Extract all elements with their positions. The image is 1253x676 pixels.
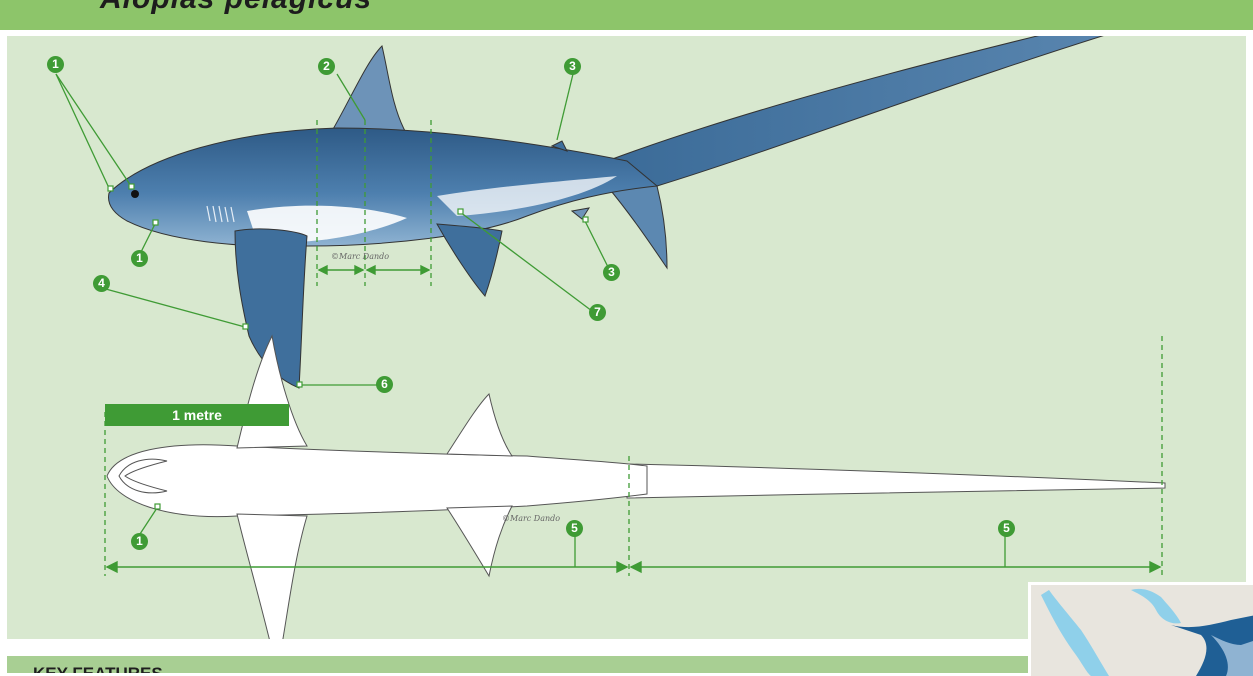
callout-3-dorsal: 3 xyxy=(564,58,581,75)
ventral-tail xyxy=(627,464,1165,498)
callout-7: 7 xyxy=(589,304,606,321)
key-features-heading: KEY FEATURES xyxy=(33,664,163,673)
callout-1-mouth: 1 xyxy=(131,250,148,267)
callout-1-ventral: 1 xyxy=(131,533,148,550)
lower-caudal-lobe xyxy=(607,186,667,268)
title-bar: Alopias pelagicus xyxy=(0,0,1253,30)
ventral-pelvic-left xyxy=(447,394,512,456)
callout-4: 4 xyxy=(93,275,110,292)
pelvic-fin xyxy=(437,224,502,296)
ventral-pectoral-right xyxy=(237,514,307,639)
scale-bar-label: 1 metre xyxy=(105,404,289,426)
callout-5-body: 5 xyxy=(566,520,583,537)
shark-illustration xyxy=(7,36,1246,639)
range-map xyxy=(1031,585,1253,676)
distribution-map xyxy=(1028,582,1253,676)
watermark-ventral: ©Marc Dando xyxy=(502,514,560,523)
illustration-panel xyxy=(7,36,1246,639)
callout-6: 6 xyxy=(376,376,393,393)
upper-caudal-lobe xyxy=(607,36,1167,186)
first-dorsal-fin xyxy=(332,46,405,131)
species-title: Alopias pelagicus xyxy=(100,0,372,16)
callout-2: 2 xyxy=(318,58,335,75)
callout-1-eye: 1 xyxy=(47,56,64,73)
key-features-bar: KEY FEATURES xyxy=(7,656,1037,673)
callout-3-anal: 3 xyxy=(603,264,620,281)
ventral-body xyxy=(107,445,647,517)
eye xyxy=(131,190,139,198)
watermark-lateral: ©Marc Dando xyxy=(331,252,389,261)
callout-5-tail: 5 xyxy=(998,520,1015,537)
